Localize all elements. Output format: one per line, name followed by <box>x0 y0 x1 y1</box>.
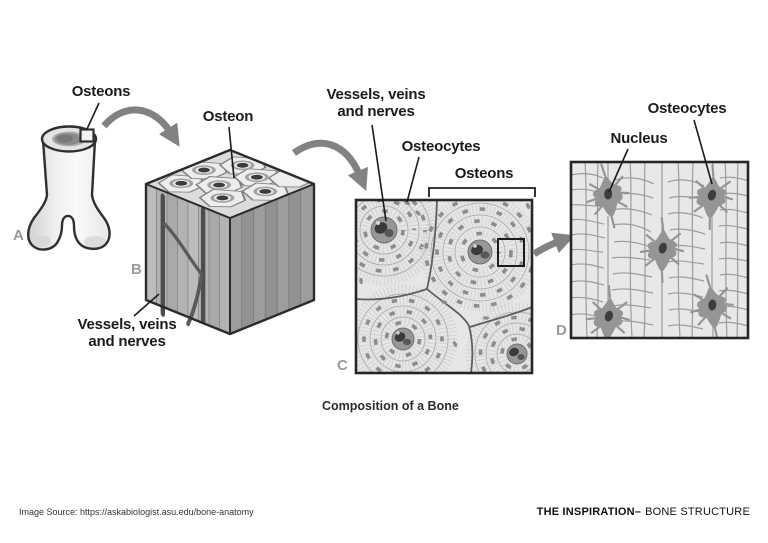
footer-brand-rest: BONE STRUCTURE <box>645 506 750 518</box>
flow-arrow-c-to-d <box>532 232 576 257</box>
footer-brand: THE INSPIRATION–BONE STRUCTURE <box>537 506 750 518</box>
label-osteons-a: Osteons <box>71 83 131 100</box>
bone-illustration <box>27 125 111 251</box>
osteon-block-illustration <box>144 148 316 336</box>
pointer-osteon-b <box>228 126 235 179</box>
flow-arrow-b-to-c <box>291 139 368 192</box>
label-vessels-c: Vessels, veins and nerves <box>326 86 426 120</box>
label-vessels-b: Vessels, veins and nerves <box>77 316 177 350</box>
bone-sample-square <box>79 128 95 143</box>
label-osteons-c: Osteons <box>454 165 514 182</box>
pointer-osteocytes-d <box>693 119 713 185</box>
figure-caption: Composition of a Bone <box>322 399 459 413</box>
panel-letter-c: C <box>337 357 348 374</box>
pointer-osteons-a <box>86 102 100 130</box>
osteons-bracket <box>428 187 536 197</box>
block-vessels <box>160 193 206 327</box>
pointer-lines <box>86 102 713 317</box>
pointer-nucleus-d <box>608 148 629 193</box>
osteon-boundaries <box>356 200 532 373</box>
label-osteon-b: Osteon <box>202 108 254 125</box>
image-source-text: Image Source: https://askabiologist.asu.… <box>19 507 254 517</box>
pointer-osteocytes-c <box>406 156 420 203</box>
cross-section-panel <box>354 198 534 375</box>
pointer-vessels-c <box>371 124 387 222</box>
pointer-vessels-b <box>133 293 160 317</box>
panel-letter-b: B <box>131 261 142 278</box>
magnified-panel <box>569 160 750 340</box>
label-osteocytes-d: Osteocytes <box>647 100 727 117</box>
panel-letter-a: A <box>13 227 24 244</box>
label-nucleus-d: Nucleus <box>610 130 668 147</box>
zoom-inset-square <box>497 238 525 267</box>
flow-arrow-a-to-b <box>101 106 180 147</box>
footer-brand-bold: THE INSPIRATION– <box>536 506 642 518</box>
panel-letter-d: D <box>556 322 567 339</box>
label-osteocytes-c: Osteocytes <box>401 138 481 155</box>
